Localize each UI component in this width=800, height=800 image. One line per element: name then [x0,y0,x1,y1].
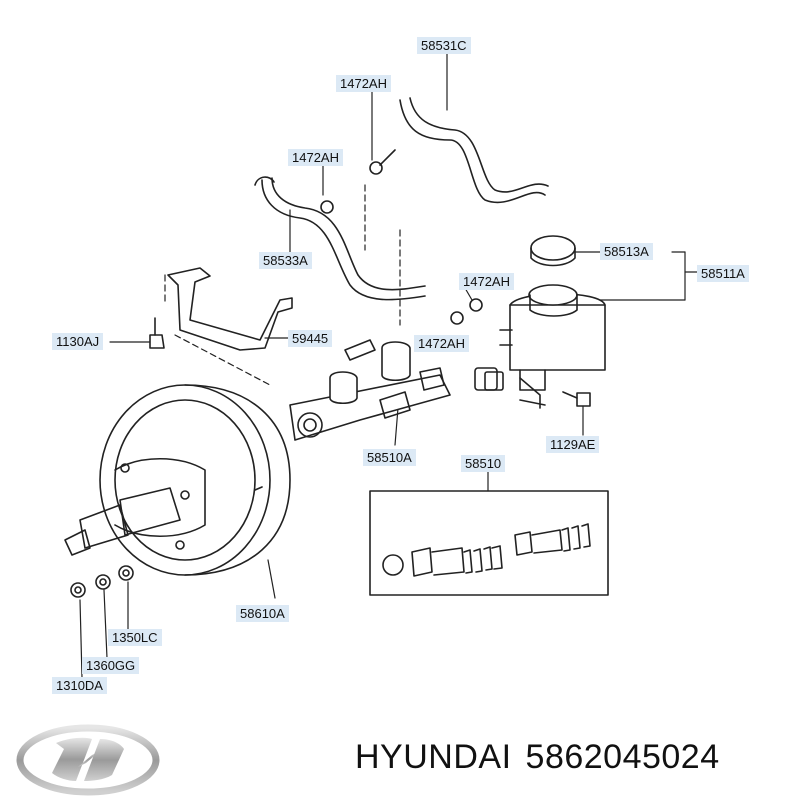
part-label-58510a: 58510A [363,449,416,466]
mounting-bracket [167,267,293,351]
master-cylinder-body [289,339,451,441]
part-label-1130aj: 1130AJ [52,333,104,350]
hyundai-logo [16,724,160,796]
part-label-58531c: 58531C [417,37,471,54]
part-label-1472ah: 1472AH [459,273,514,290]
part-label-1129ae: 1129AE [546,436,600,453]
product-caption: HYUNDAI 5862045024 [355,738,734,777]
level-sensor-connector [474,367,546,409]
part-label-58510: 58510 [461,455,506,472]
part-number: 5862045024 [525,738,720,776]
part-label-1350lc: 1350LC [108,629,162,646]
bolt-1129ae [562,391,591,407]
brand-name: HYUNDAI [355,738,512,776]
part-label-59445: 59445 [288,330,333,347]
fasteners [70,565,134,598]
part-label-1472ah: 1472AH [288,149,343,166]
part-label-1472ah: 1472AH [336,75,391,92]
reservoir-hoses [254,97,549,325]
part-label-58513a: 58513A [600,243,653,260]
part-label-58533a: 58533A [259,252,312,269]
part-label-58610a: 58610A [236,605,289,622]
part-label-1310da: 1310DA [52,677,107,694]
brake-booster [64,384,291,576]
bolt-1130aj [149,317,165,349]
part-label-58511a: 58511A [697,265,749,282]
part-label-1472ah: 1472AH [414,335,469,352]
reservoir-tank [499,235,606,391]
repair-kit-box [369,490,609,596]
part-label-1360gg: 1360GG [82,657,140,674]
